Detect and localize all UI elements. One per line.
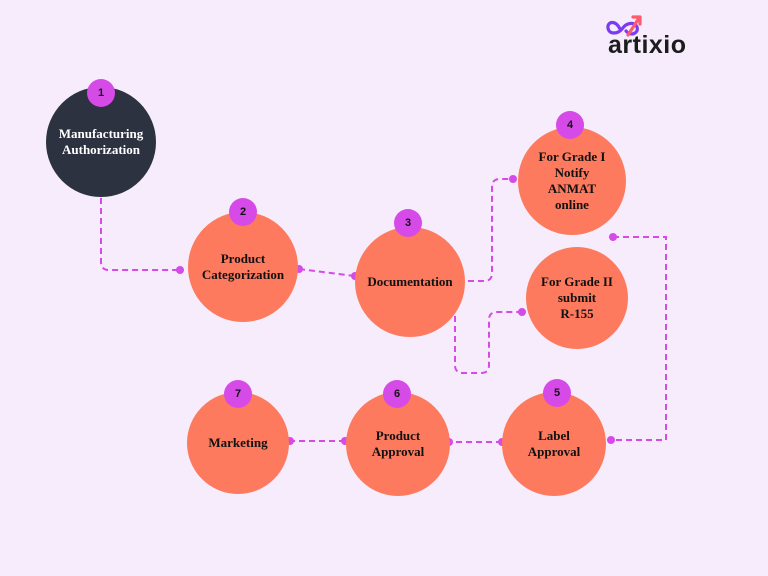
step-number-badge: 7: [224, 380, 252, 408]
step-number-badge: 5: [543, 379, 571, 407]
step-documentation: Documentation: [355, 227, 465, 337]
brand-name: artixio: [608, 31, 687, 59]
step-label: For Grade II submit R-155: [541, 274, 613, 321]
step-label: Label Approval: [527, 428, 581, 459]
connector-1-to-2: [100, 198, 180, 271]
step-number-badge: 3: [394, 209, 422, 237]
step-label-approval: Label Approval: [502, 392, 606, 496]
connector-3-to-4: [468, 178, 513, 282]
step-number-badge: 4: [556, 111, 584, 139]
step-number-badge: 1: [87, 79, 115, 107]
step-label: Product Categorization: [201, 251, 285, 282]
step-number-badge: 2: [229, 198, 257, 226]
step-grade-ii-submit-r155: For Grade II submit R-155: [526, 247, 628, 349]
connector-dot: [607, 436, 615, 444]
connector-2-to-3: [298, 268, 356, 277]
step-label: Documentation: [367, 274, 453, 289]
connector-3-to-4b: [454, 311, 522, 374]
step-product-approval: Product Approval: [346, 392, 450, 496]
artixio-logo-icon: [606, 15, 642, 37]
connector-dot: [509, 175, 517, 183]
connector-dot: [176, 266, 184, 274]
step-label: Manufacturing Authorization: [58, 126, 144, 157]
step-product-categorization: Product Categorization: [188, 212, 298, 322]
connector-dot: [518, 308, 526, 316]
step-label: Product Approval: [371, 428, 425, 459]
connector-4-to-5: [611, 236, 667, 441]
step-label: For Grade I Notify ANMAT online: [538, 149, 606, 212]
step-number-badge: 6: [383, 380, 411, 408]
step-label: Marketing: [208, 435, 268, 450]
step-marketing: Marketing: [187, 392, 289, 494]
connector-dot: [609, 233, 617, 241]
step-grade-i-notify-anmat: For Grade I Notify ANMAT online: [518, 127, 626, 235]
